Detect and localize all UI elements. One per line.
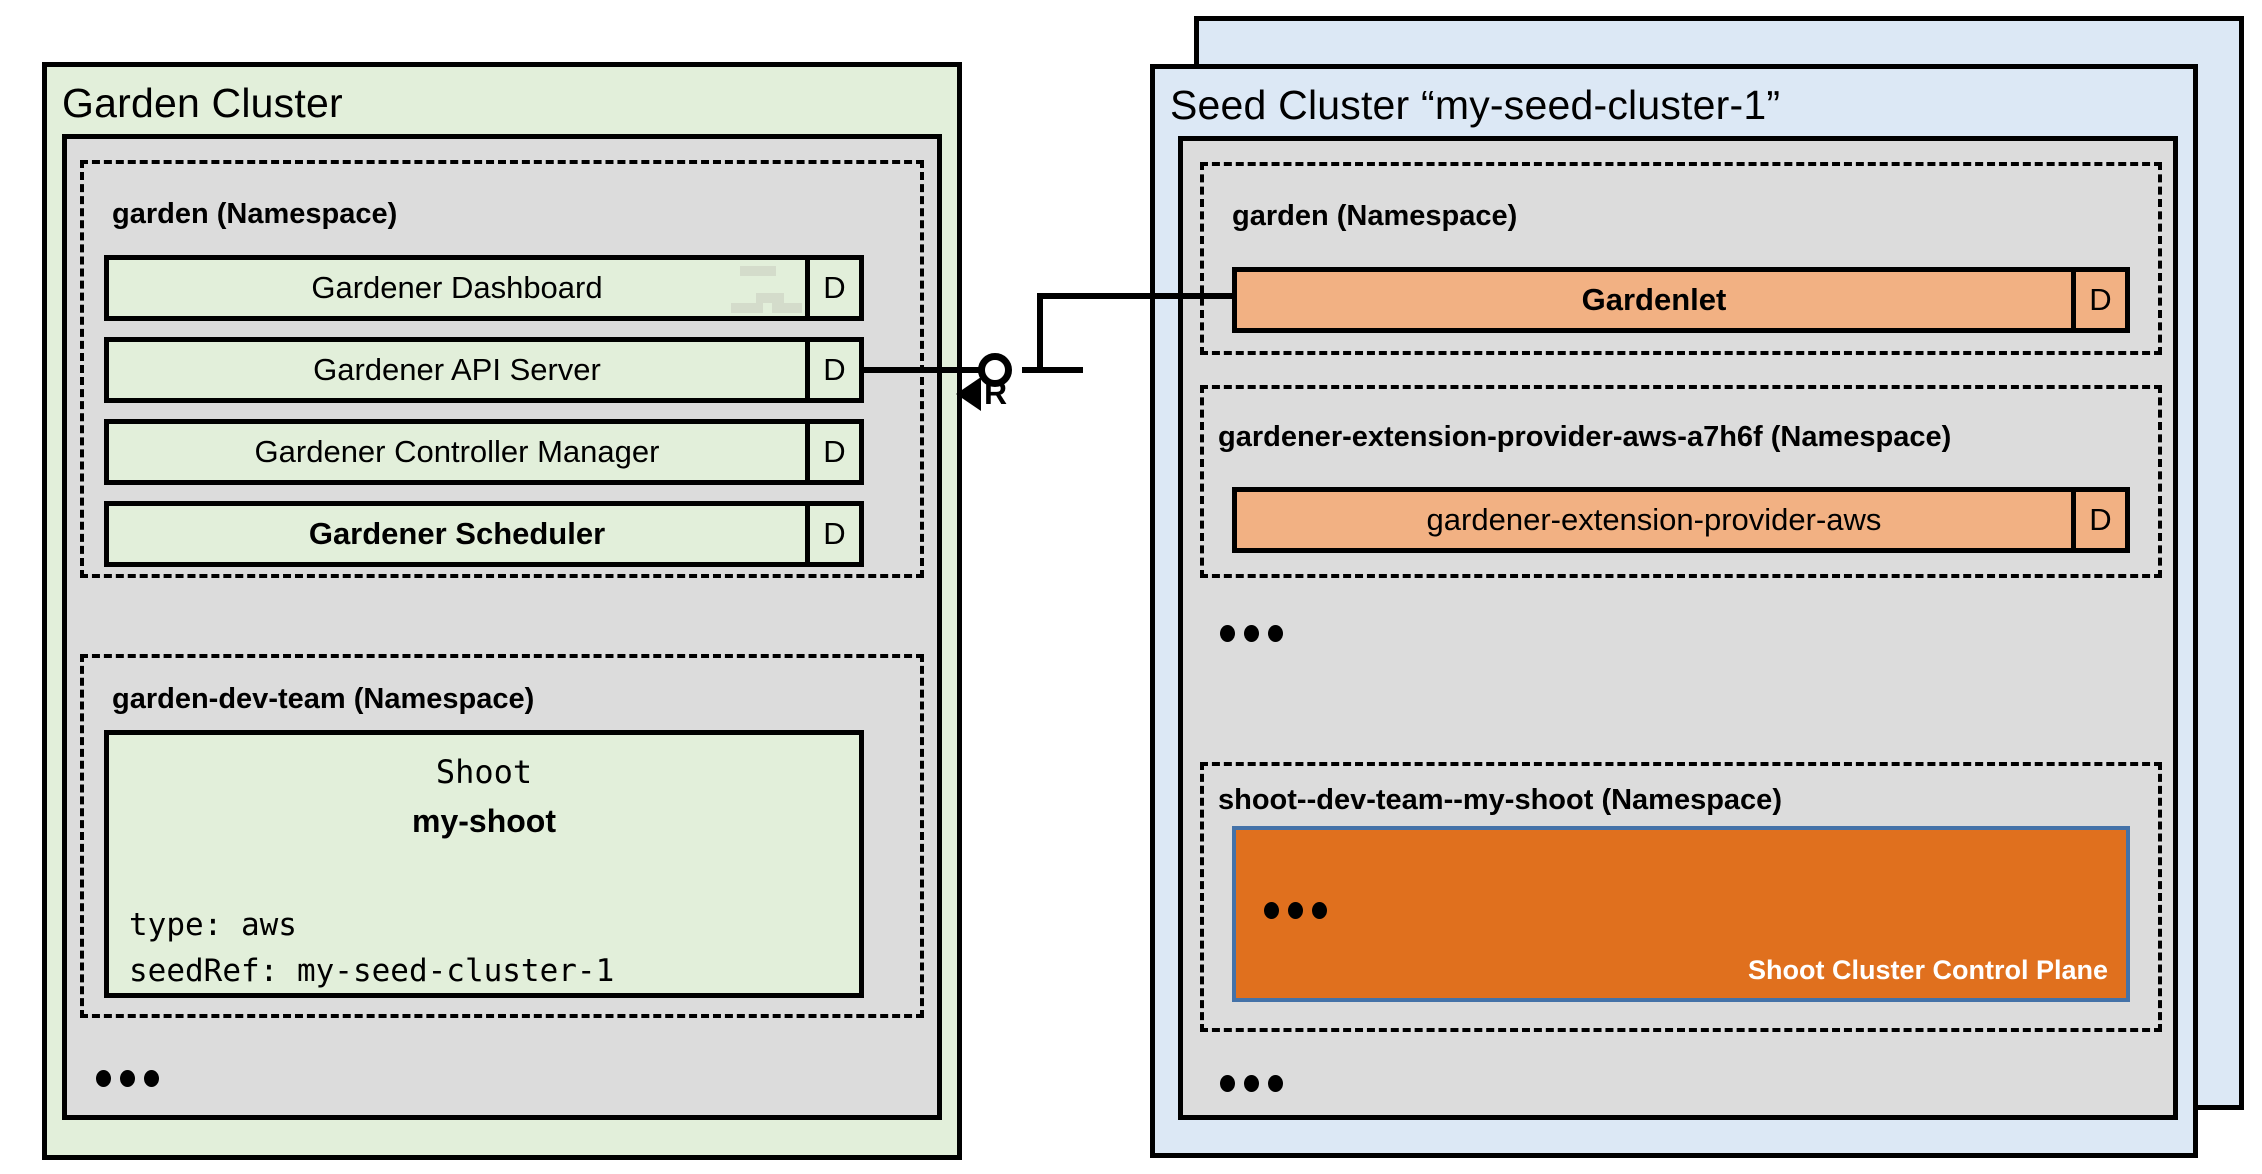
seed-namespace-shoot-dev-team-my-shoot[interactable] (1200, 762, 2162, 1032)
dashboard-artifact-mark-3 (731, 303, 763, 313)
garden-cluster-title: Garden Cluster (62, 80, 343, 126)
seed-namespace-garden-title: garden (Namespace) (1232, 200, 1518, 232)
workload-gardener-controller-manager-badge: D (805, 424, 859, 480)
workload-gardener-dashboard-badge: D (805, 260, 859, 316)
dashboard-artifact-mark-2 (756, 293, 784, 303)
workload-gardener-dashboard[interactable]: Gardener Dashboard D (104, 255, 864, 321)
shoot-name-label: my-shoot (412, 803, 556, 839)
garden-cluster-more-indicator (96, 1070, 159, 1087)
seed-namespace-shoot-dev-team-my-shoot-title: shoot--dev-team--my-shoot (Namespace) (1218, 784, 1782, 816)
workload-gardener-scheduler[interactable]: Gardener Scheduler D (104, 501, 864, 567)
shoot-spec-seedref: seedRef: my-seed-cluster-1 (129, 953, 615, 989)
seed-cluster-more-indicator (1220, 1075, 1283, 1092)
connector-arrowhead-icon (956, 377, 981, 411)
shoot-kind-label: Shoot (435, 753, 533, 791)
connector-socket (978, 353, 1012, 387)
seed-namespace-extension-provider-aws[interactable] (1200, 385, 2162, 578)
dashboard-artifact-mark-4 (772, 303, 802, 313)
shoot-control-plane-more-indicator (1264, 902, 1327, 919)
seed-cluster-title: Seed Cluster “my-seed-cluster-1” (1170, 82, 1781, 128)
workload-gardener-api-server[interactable]: Gardener API Server D (104, 337, 864, 403)
shoot-spec-type: type: aws (129, 907, 297, 943)
seed-extension-more-indicator (1220, 625, 1283, 642)
workload-gardener-controller-manager[interactable]: Gardener Controller Manager D (104, 419, 864, 485)
shoot-control-plane-label: Shoot Cluster Control Plane (1747, 955, 2108, 985)
workload-gardener-extension-provider-aws-label: gardener-extension-provider-aws (1237, 492, 2071, 548)
workload-gardener-api-server-badge: D (805, 342, 859, 398)
workload-gardener-scheduler-badge: D (805, 506, 859, 562)
workload-gardenlet-label: Gardenlet (1237, 272, 2071, 328)
workload-gardener-controller-manager-label: Gardener Controller Manager (109, 424, 805, 480)
garden-namespace-garden-title: garden (Namespace) (112, 198, 398, 230)
connector-segment-horizontal-mid (1022, 367, 1083, 373)
connector-segment-horizontal-right (1037, 293, 1236, 299)
workload-gardenlet[interactable]: Gardenlet D (1232, 267, 2130, 333)
workload-gardener-extension-provider-aws[interactable]: gardener-extension-provider-aws D (1232, 487, 2130, 553)
workload-gardener-scheduler-label: Gardener Scheduler (109, 506, 805, 562)
seed-namespace-garden[interactable] (1200, 162, 2162, 355)
workload-gardenlet-badge: D (2071, 272, 2125, 328)
shoot-cluster-control-plane[interactable]: Shoot Cluster Control Plane (1232, 826, 2130, 1002)
connector-label-r: R (984, 375, 1008, 411)
connector-segment-vertical (1037, 293, 1043, 373)
seed-namespace-extension-provider-aws-title: gardener-extension-provider-aws-a7h6f (N… (1218, 421, 1952, 453)
dashboard-artifact-mark-1 (740, 266, 776, 276)
garden-namespace-dev-team-title: garden-dev-team (Namespace) (112, 683, 535, 715)
workload-gardener-api-server-label: Gardener API Server (109, 342, 805, 398)
workload-gardener-extension-provider-aws-badge: D (2071, 492, 2125, 548)
shoot-resource-card[interactable]: Shoot my-shoot type: aws seedRef: my-see… (104, 730, 864, 998)
connector-segment-horizontal-left (864, 367, 986, 373)
garden-namespace-dev-team[interactable] (80, 654, 924, 1018)
workload-gardener-dashboard-label: Gardener Dashboard (109, 260, 805, 316)
